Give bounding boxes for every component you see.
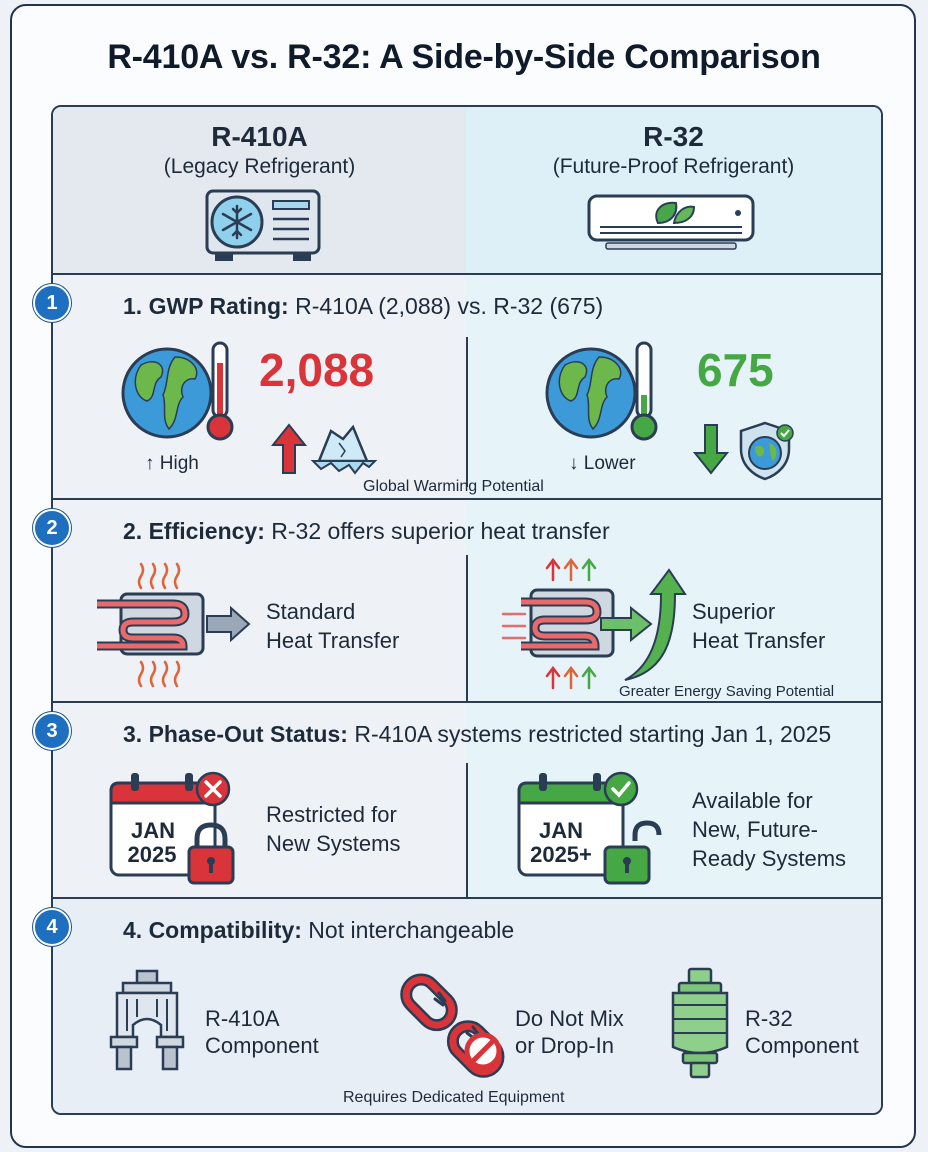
header-r32: R-32 (Future-Proof Refrigerant) — [466, 107, 881, 273]
arrow-down-icon — [692, 424, 730, 475]
compat-mid-line2: or Drop-In — [515, 1033, 615, 1058]
compat-mid-line1: Do Not Mix — [515, 1006, 624, 1031]
gwp-high-caption: ↑ High — [145, 453, 199, 474]
gwp-r410a-value: 2,088 — [259, 344, 375, 396]
phaseout-right-line2: New, Future- — [692, 817, 818, 842]
compat-title: 4. Compatibility: Not interchangeable — [123, 917, 515, 943]
efficiency-divider — [466, 555, 468, 705]
badge-3: 3 — [33, 712, 71, 750]
phaseout-left-line2: New Systems — [266, 831, 401, 856]
r410a-name: R-410A — [211, 121, 308, 152]
efficiency-footer: Greater Energy Saving Potential — [619, 683, 835, 700]
gwp-r410a — [53, 275, 466, 498]
shield-earth-icon — [739, 421, 794, 481]
standard-heat-exchanger-icon — [97, 562, 251, 688]
badge-2: 2 — [33, 509, 71, 547]
gwp-r32 — [466, 275, 881, 498]
badge-1: 1 — [33, 284, 71, 322]
phaseout-right-line1: Available for — [692, 788, 813, 813]
left-cal-year: 2025 — [127, 842, 177, 867]
right-cal-month: JAN — [538, 818, 583, 843]
cool-earth-icon — [545, 341, 658, 441]
r410a-subtitle: (Legacy Refrigerant) — [163, 155, 356, 178]
melting-iceberg-icon — [310, 424, 378, 475]
compat-right-line1: R-32 — [745, 1006, 793, 1031]
gwp-r32-value: 675 — [697, 344, 774, 396]
r32-name: R-32 — [643, 121, 704, 152]
available-calendar-icon — [517, 771, 662, 885]
compat-right-line2: Component — [745, 1033, 859, 1058]
section-phaseout: 3. Phase-Out Status: R-410A systems rest… — [53, 701, 881, 899]
r410a-component-icon — [109, 969, 185, 1071]
right-cal-year: 2025+ — [530, 842, 592, 867]
broken-chain-icon — [400, 973, 505, 1078]
arrow-up-icon — [270, 423, 308, 474]
compat-left-line2: Component — [205, 1033, 319, 1058]
efficiency-title: 2. Efficiency: R-32 offers superior heat… — [123, 518, 610, 544]
header-row: R-410A (Legacy Refrigerant) R-32 (Future… — [53, 107, 881, 273]
indoor-split-ac-icon — [587, 194, 755, 250]
section-gwp: 1. GWP Rating: R-410A (2,088) vs. R-32 (… — [53, 273, 881, 498]
section-efficiency: 2. Efficiency: R-32 offers superior heat… — [53, 498, 881, 705]
warming-earth-icon — [121, 341, 234, 441]
left-cal-month: JAN — [130, 818, 175, 843]
phaseout-divider — [466, 763, 468, 899]
compat-left-line1: R-410A — [205, 1006, 280, 1031]
header-r410a: R-410A (Legacy Refrigerant) — [53, 107, 468, 273]
badge-4: 4 — [33, 908, 71, 946]
restricted-calendar-icon — [109, 771, 235, 885]
page-title: R-410A vs. R-32: A Side-by-Side Comparis… — [107, 38, 821, 76]
r32-component-icon — [671, 967, 729, 1079]
superior-heat-exchanger-icon — [501, 557, 687, 690]
comparison-table: R-410A (Legacy Refrigerant) R-32 (Future… — [51, 105, 883, 1115]
gwp-divider — [466, 337, 468, 487]
gwp-lower-caption: ↓ Lower — [569, 453, 636, 474]
gwp-footer: Global Warming Potential — [363, 478, 544, 495]
outdoor-ac-unit-icon — [205, 189, 321, 261]
r32-subtitle: (Future-Proof Refrigerant) — [552, 155, 795, 178]
phaseout-left-line1: Restricted for — [266, 802, 397, 827]
efficiency-left-line2: Heat Transfer — [266, 628, 400, 653]
section-compatibility: 4. Compatibility: Not interchangeable R-… — [53, 897, 881, 1113]
compat-footer: Requires Dedicated Equipment — [343, 1089, 565, 1106]
gwp-title: 1. GWP Rating: R-410A (2,088) vs. R-32 (… — [123, 293, 604, 319]
efficiency-right-line2: Heat Transfer — [692, 628, 826, 653]
phaseout-title: 3. Phase-Out Status: R-410A systems rest… — [123, 721, 832, 747]
efficiency-left-line1: Standard — [266, 599, 356, 624]
phaseout-right-line3: Ready Systems — [692, 846, 847, 871]
efficiency-right-line1: Superior — [692, 599, 776, 624]
